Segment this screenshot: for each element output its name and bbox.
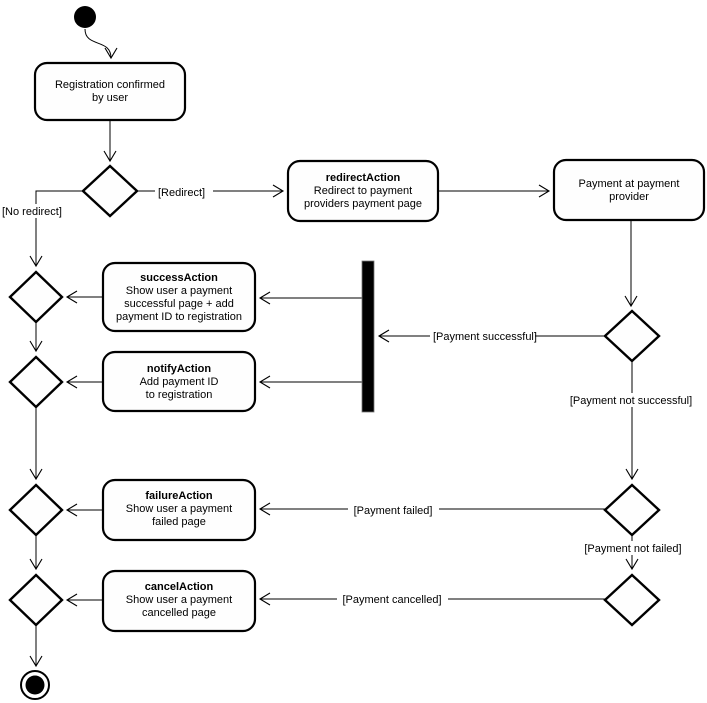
activity-text: by user <box>92 92 128 104</box>
activity-text: providers payment page <box>304 198 422 210</box>
activity-text: Redirect to payment <box>314 185 412 197</box>
activity-box <box>101 478 257 542</box>
edge-label-payment-successful: [Payment successful] <box>433 331 537 343</box>
activity-cancel-action: cancelAction Show user a payment cancell… <box>101 569 257 633</box>
merge-failure-diamond <box>8 483 64 537</box>
activity-text: Payment at payment <box>579 178 680 190</box>
label-bg <box>0 204 70 218</box>
activity-text: Registration confirmed <box>55 79 165 91</box>
activity-title: redirectAction <box>326 172 401 184</box>
activity-text: Show user a payment <box>126 503 232 515</box>
label-bg <box>337 592 448 606</box>
activity-box <box>286 159 440 223</box>
final-node-core <box>25 675 45 695</box>
edge-label-redirect: [Redirect] <box>158 187 205 199</box>
activity-title: notifyAction <box>147 363 211 375</box>
activity-title: cancelAction <box>145 581 214 593</box>
activity-box <box>33 61 187 122</box>
merge-notify-diamond <box>8 355 64 409</box>
activity-box <box>101 261 257 333</box>
merge-success-diamond <box>8 270 64 324</box>
label-bg <box>430 329 535 342</box>
final-node <box>20 670 50 700</box>
edge-start-to-registration <box>84 28 118 60</box>
activity-text: payment ID to registration <box>116 311 242 323</box>
edge-labels: [Redirect] [No redirect] [Payment succes… <box>0 185 699 606</box>
edge-no-redirect <box>29 190 83 268</box>
label-bg <box>578 541 689 555</box>
activity-failure-action: failureAction Show user a payment failed… <box>101 478 257 542</box>
decision-payment-successful-diamond <box>603 309 661 363</box>
activity-box <box>101 569 257 633</box>
edge-label-payment-failed: [Payment failed] <box>354 505 433 517</box>
label-bg <box>155 185 213 198</box>
activity-text: cancelled page <box>142 607 216 619</box>
activity-text: Show user a payment <box>126 594 232 606</box>
activity-text: Show user a payment <box>126 285 232 297</box>
initial-node <box>74 6 96 28</box>
fork-join-bar <box>361 260 375 413</box>
activity-title: successAction <box>140 272 218 284</box>
activity-registration-confirmed: Registration confirmed by user <box>33 61 187 122</box>
edge-label-payment-not-successful: [Payment not successful] <box>570 395 692 407</box>
edge-label-payment-not-failed: [Payment not failed] <box>584 543 681 555</box>
edge-label-no-redirect: [No redirect] <box>2 206 62 218</box>
activity-text: provider <box>609 191 649 203</box>
activity-text: Add payment ID <box>140 376 219 388</box>
activity-redirect-action: redirectAction Redirect to payment provi… <box>286 159 440 223</box>
activity-box <box>552 158 706 222</box>
nodes: Registration confirmed by user redirectA… <box>8 6 706 700</box>
activity-text: failed page <box>152 516 206 528</box>
activity-notify-action: notifyAction Add payment ID to registrat… <box>101 350 257 413</box>
decision-payment-cancelled-diamond <box>603 573 661 627</box>
label-bg <box>348 503 439 517</box>
activity-box <box>101 350 257 413</box>
activity-payment-at-provider: Payment at payment provider <box>552 158 706 222</box>
activity-text: successful page + add <box>124 298 234 310</box>
edge-label-payment-cancelled: [Payment cancelled] <box>342 594 441 606</box>
activity-title: failureAction <box>145 490 213 502</box>
merge-cancel-diamond <box>8 573 64 627</box>
decision-payment-failed-diamond <box>603 483 661 537</box>
label-bg <box>562 393 699 407</box>
activity-success-action: successAction Show user a payment succes… <box>101 261 257 333</box>
decision-redirect-diamond <box>81 164 139 218</box>
activity-text: to registration <box>146 389 213 401</box>
